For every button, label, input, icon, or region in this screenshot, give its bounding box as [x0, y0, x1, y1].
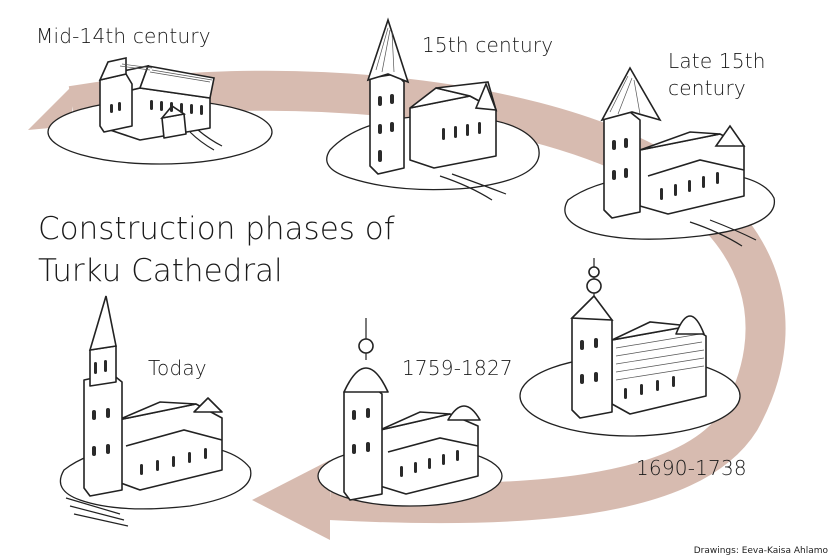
phase-label-1690-1738: 1690-1738 — [636, 456, 747, 480]
phase-label-mid-14th-century: Mid-14th century — [36, 24, 211, 48]
diagram-title: Construction phases of Turku Cathedral — [38, 208, 395, 292]
phase-label-15th-century: 15th century — [422, 33, 554, 57]
drawing-credit: Drawings: Eeva-Kaisa Ahlamo — [693, 546, 828, 556]
diagram-title-line2: Turku Cathedral — [38, 253, 283, 289]
timeline-arrow-head — [252, 460, 330, 540]
phase-label-today: Today — [148, 356, 207, 380]
diagram-title-line1: Construction phases of — [38, 211, 395, 247]
cathedral-drawing-1690-1738 — [519, 258, 741, 437]
phase-label-late-15th-century-line2: century — [668, 76, 746, 100]
timeline-arrow-band — [68, 70, 786, 524]
cathedral-drawing-late-15th-century — [564, 66, 776, 247]
phase-label-1759-1827: 1759-1827 — [402, 356, 513, 380]
cathedral-drawing-mid-14th-century — [47, 57, 273, 165]
phase-label-late-15th-century: Late 15th century — [668, 48, 766, 102]
cathedral-drawing-15th-century — [326, 17, 540, 201]
cathedral-drawing-today — [59, 295, 252, 527]
phase-label-late-15th-century-line1: Late 15th — [668, 49, 766, 73]
cathedral-drawing-1759-1827 — [317, 318, 503, 507]
